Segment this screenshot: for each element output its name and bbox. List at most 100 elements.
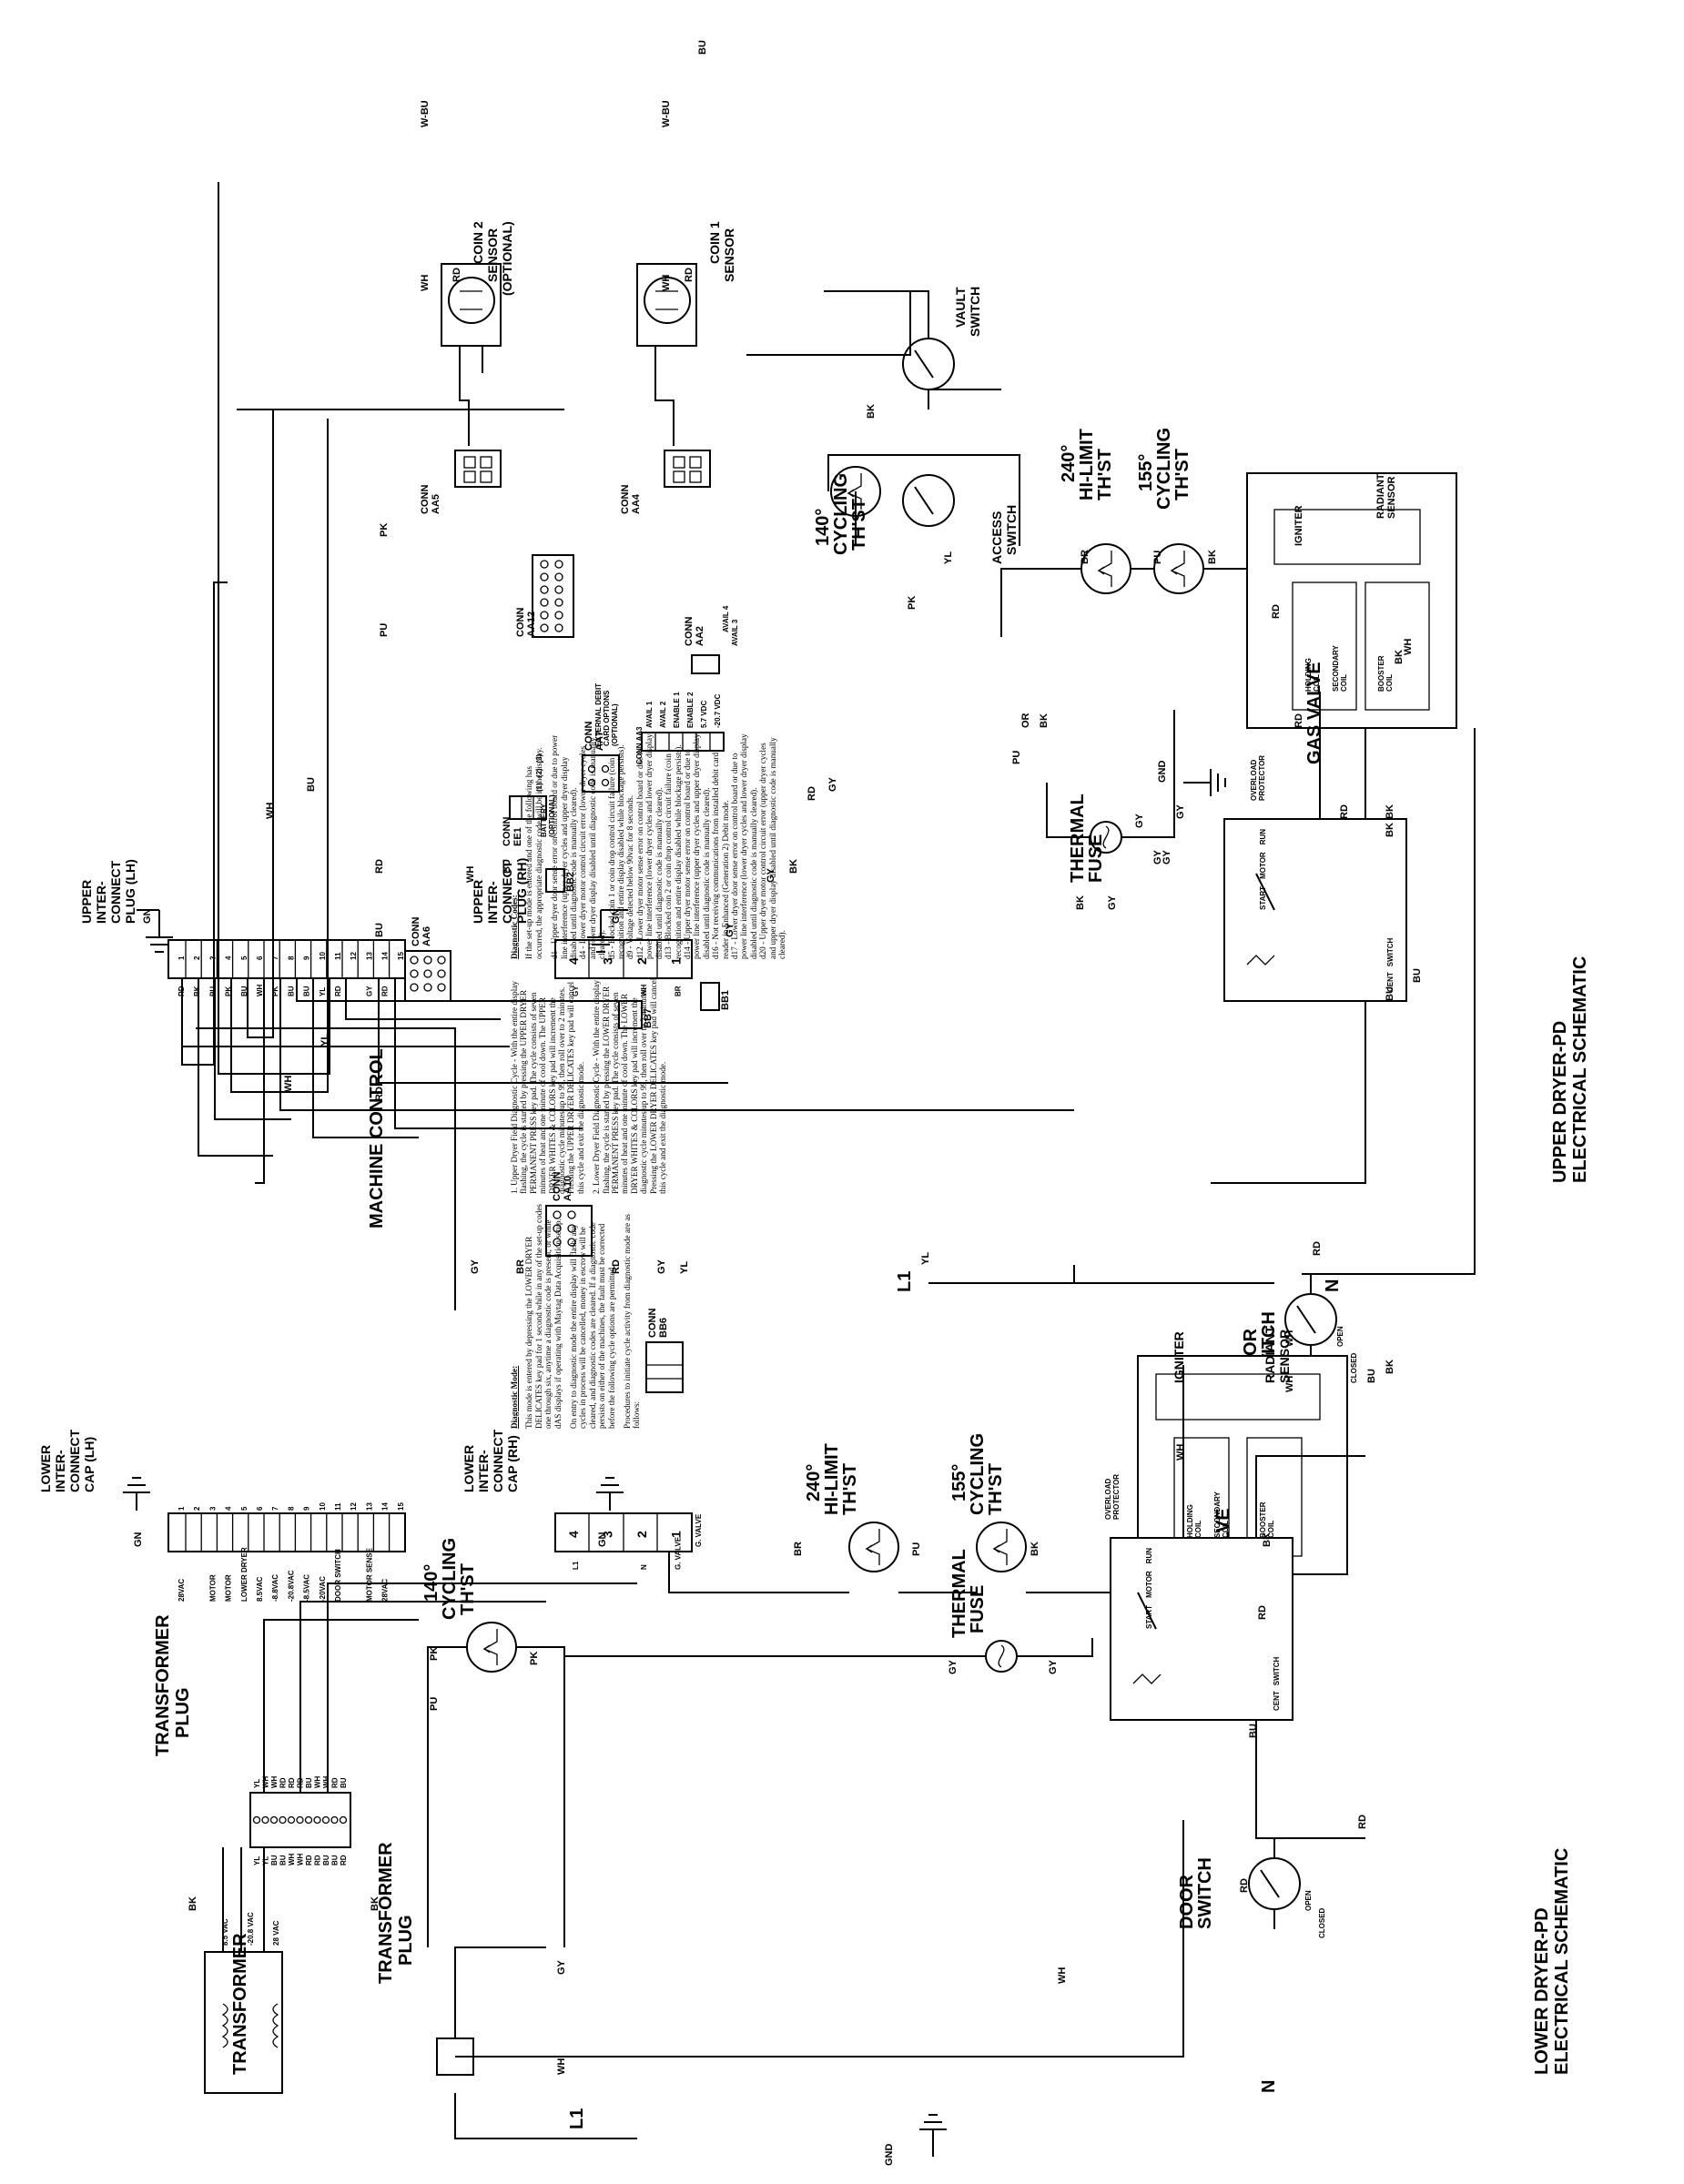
pin-wire: BK xyxy=(193,986,201,996)
svg-text:OVERLOADPROTECTOR: OVERLOADPROTECTOR xyxy=(1250,755,1266,801)
diagnostic-notes: Diagnostic Mode:This mode is entered by … xyxy=(510,733,786,1429)
aa3-pin-label: ENABLE 2 xyxy=(686,692,695,728)
pin-wire: BU xyxy=(287,986,295,996)
svg-text:TRANSFORMERPLUG: TRANSFORMERPLUG xyxy=(153,1614,193,1756)
svg-text:COIN 2SENSOR(OPTIONAL): COIN 2SENSOR(OPTIONAL) xyxy=(471,221,514,296)
pin-wire: PK xyxy=(271,986,279,996)
tplug-wire: WH xyxy=(262,1775,270,1788)
svg-text:PU: PU xyxy=(379,623,390,637)
svg-text:240°HI-LIMITTH'ST: 240°HI-LIMITTH'ST xyxy=(804,1443,860,1515)
svg-text:BR: BR xyxy=(515,1259,526,1274)
svg-text:BU: BU xyxy=(306,777,317,792)
svg-text:PK: PK xyxy=(429,1647,440,1661)
door-switch-lower[interactable] xyxy=(1248,1838,1301,1929)
svg-text:RD: RD xyxy=(1271,604,1282,619)
svg-text:WH: WH xyxy=(1284,1330,1295,1347)
svg-text:RD: RD xyxy=(806,786,817,801)
tplug-wire: WH xyxy=(270,1775,279,1788)
svg-text:WH: WH xyxy=(420,275,431,291)
svg-text:PU: PU xyxy=(1152,551,1163,564)
transformer-vac: -20.8 VAC xyxy=(247,1912,255,1946)
svg-text:AVAIL 4AVAIL 3: AVAIL 4AVAIL 3 xyxy=(722,605,739,646)
svg-text:11: 11 xyxy=(334,1502,342,1511)
svg-text:CLOSED: CLOSED xyxy=(1350,1352,1358,1383)
pin-wire: BU xyxy=(303,986,311,996)
motor-upper xyxy=(1223,818,1407,1002)
pin-number: 3 xyxy=(601,957,615,965)
cap-pin-label: N xyxy=(640,1564,648,1570)
diag-code: d12 - Lower dryer motor sense error on c… xyxy=(634,733,664,959)
svg-text:RD: RD xyxy=(611,1259,622,1274)
svg-text:W-BU: W-BU xyxy=(661,100,672,127)
svg-text:10: 10 xyxy=(319,1502,327,1511)
tplug-wire: RD xyxy=(331,1777,340,1788)
tplug-wire: BU xyxy=(322,1855,330,1866)
svg-text:L1: L1 xyxy=(895,1271,915,1292)
note-p4: 1. Upper Dryer Field Diagnostic Cycle - … xyxy=(510,981,585,1194)
conn-bb6 xyxy=(645,1341,684,1393)
vault-switch[interactable] xyxy=(824,290,1001,410)
hilimit-thermostat-lower xyxy=(848,1522,899,1572)
pin-wire: GY xyxy=(572,986,580,996)
svg-text:GY: GY xyxy=(656,1259,667,1274)
svg-text:BOOSTERCOIL: BOOSTERCOIL xyxy=(1259,1502,1275,1538)
svg-text:CENTSWITCH: CENTSWITCH xyxy=(1273,1656,1281,1711)
svg-text:CONNAA2: CONNAA2 xyxy=(684,617,705,646)
svg-text:GY: GY xyxy=(948,1659,959,1674)
svg-text:BR: BR xyxy=(793,1542,804,1556)
note-p5: 2. Lower Dryer Field Diagnostic Cycle - … xyxy=(592,977,668,1194)
cap-pin-label: DOOR SWITCH xyxy=(334,1549,342,1602)
pin-wire: PK xyxy=(225,986,233,996)
conn-ee1 xyxy=(509,795,547,820)
conn-bb7-bb1-bb2 xyxy=(545,868,720,1029)
conn-aa2 xyxy=(691,654,720,674)
svg-text:PK: PK xyxy=(529,1652,540,1665)
tplug-wire: RD xyxy=(288,1777,296,1788)
svg-text:LOWERINTER-CONNECTCAP (RH): LOWERINTER-CONNECTCAP (RH) xyxy=(462,1429,520,1492)
svg-text:RD: RD xyxy=(1312,1241,1323,1256)
note-p3: Procedures to initiate cycle activity fr… xyxy=(623,1214,642,1429)
svg-text:TRANSFORMERPLUG: TRANSFORMERPLUG xyxy=(376,1842,416,1984)
svg-text:EXTERNAL DEBITCARD OPTIONS(OPT: EXTERNAL DEBITCARD OPTIONS(OPTIONAL) xyxy=(594,683,619,746)
transformer-plug: YLYLYLWHBUWHBURDWHRDWHRDRDBURDWHBUWHBURD… xyxy=(249,1775,351,1866)
pin-number: 13 xyxy=(365,952,373,960)
svg-text:BK: BK xyxy=(1385,823,1395,837)
tplug-wire: RD xyxy=(279,1777,288,1788)
svg-text:PU: PU xyxy=(911,1542,922,1556)
svg-text:9: 9 xyxy=(303,1506,311,1511)
cap-pin-label: 28VAC xyxy=(381,1579,390,1602)
svg-text:THERMALFUSE: THERMALFUSE xyxy=(1068,794,1106,883)
svg-text:CONNAA4: CONNAA4 xyxy=(620,485,642,514)
svg-text:VAULTSWITCH: VAULTSWITCH xyxy=(953,287,982,337)
svg-text:BATTERY(OPTIONAL): BATTERY(OPTIONAL) xyxy=(540,794,556,837)
svg-text:BB7: BB7 xyxy=(643,1008,654,1028)
tplug-wire: BU xyxy=(331,1855,340,1866)
pin-number: 1 xyxy=(178,956,186,960)
svg-text:GND: GND xyxy=(1157,761,1168,784)
diag-code: d4 - Lower dryer motor control circuit e… xyxy=(578,737,607,959)
svg-text:RD: RD xyxy=(1239,1878,1250,1893)
diag-code: d13 - Blocked coin 2 or coin drop contro… xyxy=(664,744,683,959)
svg-text:OR: OR xyxy=(1020,713,1031,728)
cap-pin-label: G. VALVE xyxy=(675,1536,683,1570)
pin-number: 4 xyxy=(225,956,233,960)
pin-number: 1 xyxy=(669,957,684,965)
pin-number: 4 xyxy=(566,1531,581,1538)
cap-pin-label: -8.8VAC xyxy=(271,1574,279,1602)
svg-text:YL: YL xyxy=(320,1034,330,1046)
svg-text:CONNAA6: CONNAA6 xyxy=(411,917,432,946)
conn-aa10 xyxy=(545,1205,593,1257)
pin-number: 2 xyxy=(193,956,201,960)
svg-text:L1: L1 xyxy=(567,2108,587,2129)
conn-aa12 xyxy=(532,554,574,638)
access-switch[interactable] xyxy=(902,474,955,527)
svg-text:2: 2 xyxy=(193,1506,201,1511)
svg-text:UPPERINTER-CONNECTPLUG (RH): UPPERINTER-CONNECTPLUG (RH) xyxy=(471,858,529,924)
pin-wire: GY xyxy=(365,986,373,996)
svg-text:N: N xyxy=(1323,1279,1343,1292)
svg-text:8: 8 xyxy=(287,1506,295,1511)
svg-text:RADIANTSENSOR: RADIANTSENSOR xyxy=(1263,1326,1292,1383)
aa3-pin-label: 5.7 VDC xyxy=(700,701,708,728)
